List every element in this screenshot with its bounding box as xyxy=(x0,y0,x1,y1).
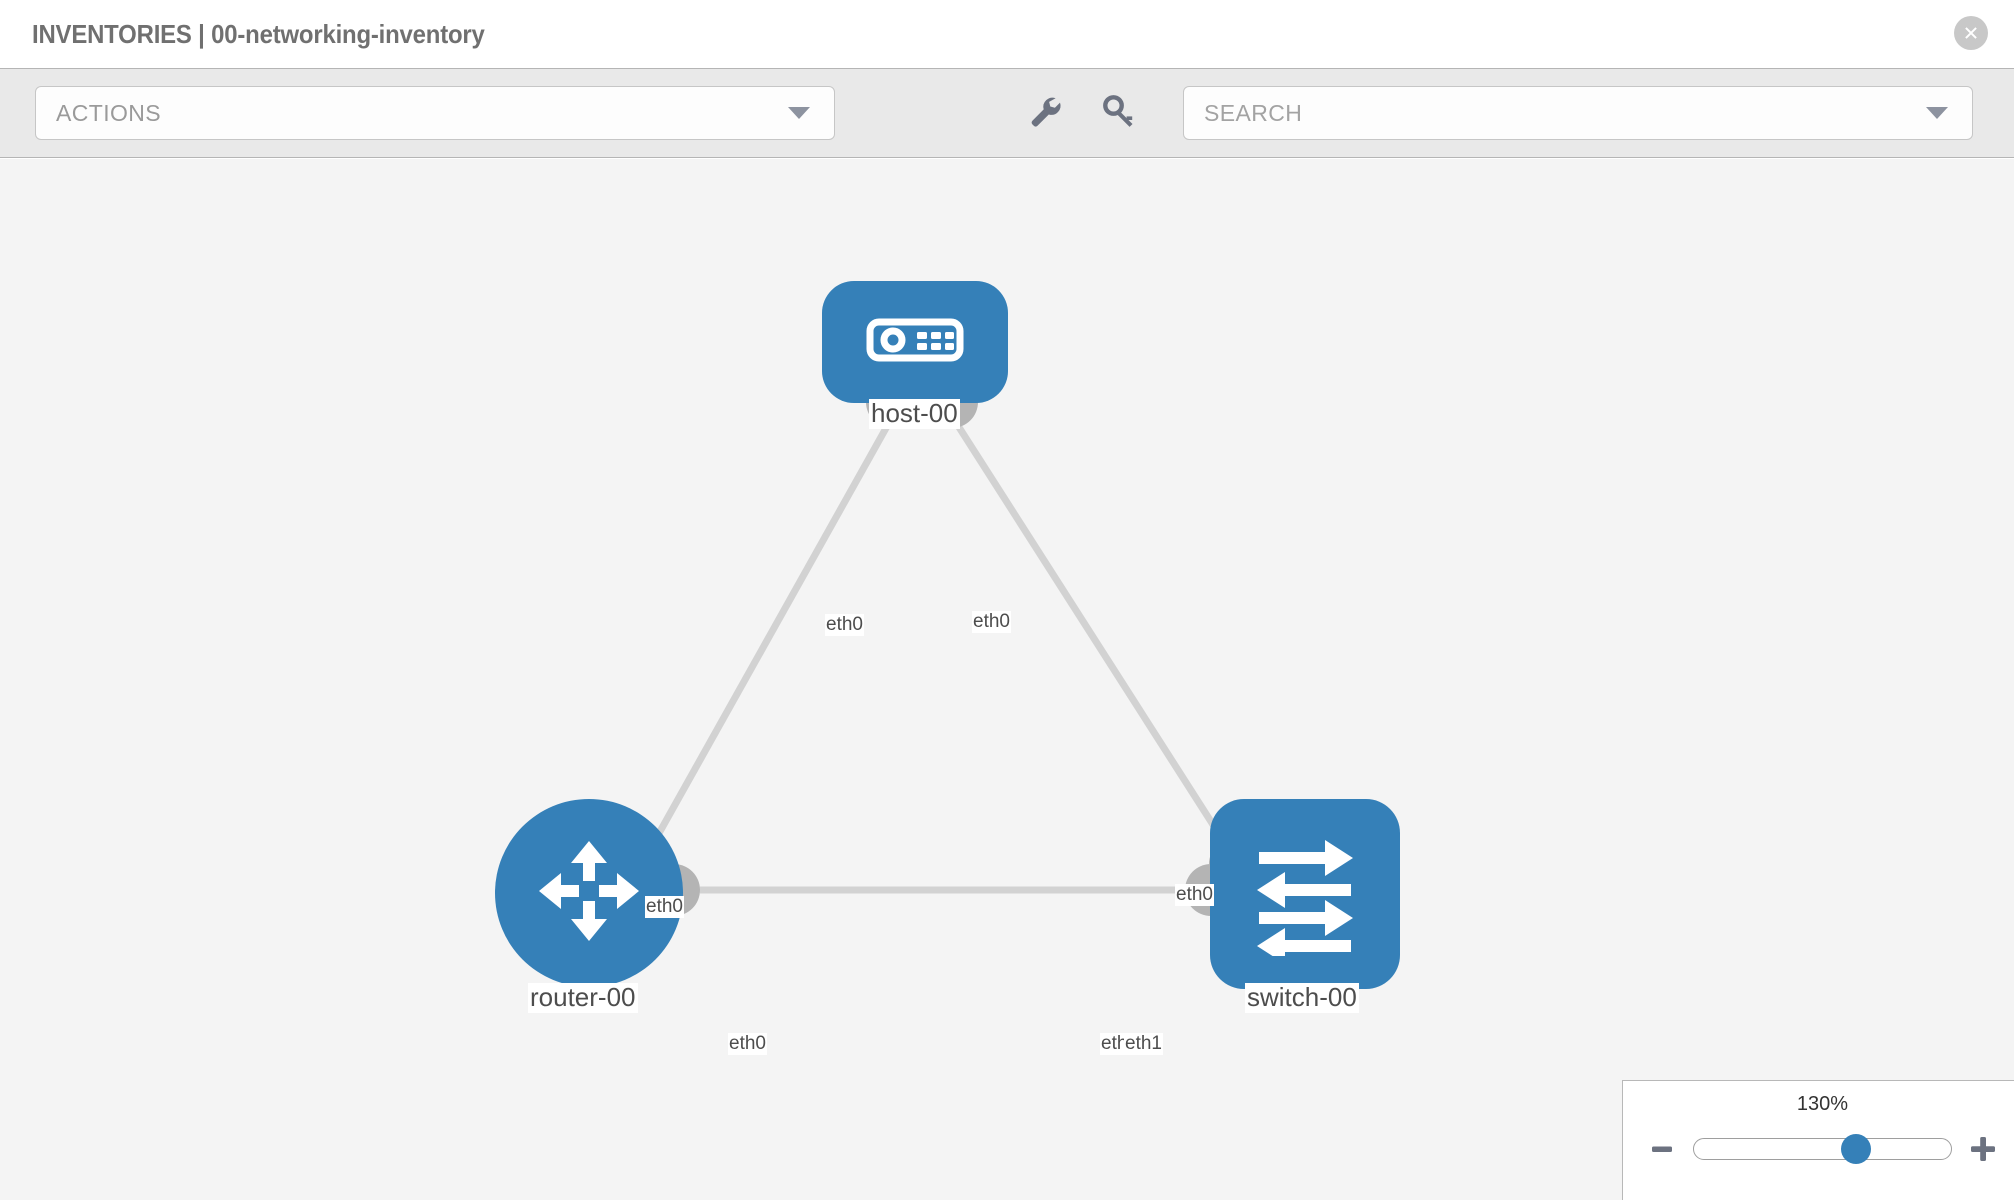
port-label: eth0 xyxy=(1175,884,1214,906)
chevron-down-icon xyxy=(788,107,810,119)
plus-icon[interactable] xyxy=(1966,1132,2000,1166)
port-label: eth xyxy=(1100,1033,1129,1055)
port-label: eth0 xyxy=(728,1033,767,1055)
edge-router-host xyxy=(626,419,894,887)
port-label: eth0 xyxy=(645,896,684,918)
zoom-slider-handle[interactable] xyxy=(1840,1134,1871,1164)
edge-host-switch xyxy=(952,419,1243,869)
node-host-00-label: host-00 xyxy=(869,398,960,429)
node-router-00-label: router-00 xyxy=(528,982,638,1013)
wrench-icon[interactable] xyxy=(1025,91,1065,136)
chevron-down-icon[interactable] xyxy=(1926,107,1948,119)
search-placeholder: SEARCH xyxy=(1204,99,1303,126)
zoom-level-label: 130% xyxy=(1796,1093,1849,1115)
node-switch-00-label: switch-00 xyxy=(1245,982,1359,1013)
router-arrows-icon xyxy=(529,831,649,956)
edge-group xyxy=(626,419,1243,894)
page-header: INVENTORIES | 00-networking-inventory xyxy=(0,0,2014,68)
node-switch-00-shape[interactable] xyxy=(1210,799,1400,989)
topology-canvas[interactable]: host-00 xyxy=(0,159,2014,1200)
page-title: INVENTORIES | 00-networking-inventory xyxy=(32,18,485,49)
port-label: eth0 xyxy=(972,611,1011,633)
port-label: eth1 xyxy=(1124,1033,1163,1055)
zoom-control-row xyxy=(1623,1129,2014,1169)
minus-icon[interactable] xyxy=(1645,1132,1679,1166)
search-input[interactable]: SEARCH xyxy=(1183,86,1973,140)
actions-dropdown[interactable]: ACTIONS xyxy=(35,86,835,140)
zoom-slider[interactable] xyxy=(1693,1134,1952,1164)
node-host-00-shape[interactable] xyxy=(822,281,1008,403)
switch-arrows-icon xyxy=(1241,828,1369,964)
toolbar: ACTIONS xyxy=(0,68,2014,158)
toolbar-icon-group xyxy=(1025,91,1139,136)
key-icon[interactable] xyxy=(1099,91,1139,136)
actions-dropdown-label: ACTIONS xyxy=(56,99,162,126)
zoom-control-panel: 130% xyxy=(1622,1080,2014,1200)
node-router-00-shape[interactable] xyxy=(495,799,683,987)
server-icon xyxy=(865,312,965,373)
close-icon[interactable] xyxy=(1954,16,1988,50)
port-label: eth0 xyxy=(825,614,864,636)
